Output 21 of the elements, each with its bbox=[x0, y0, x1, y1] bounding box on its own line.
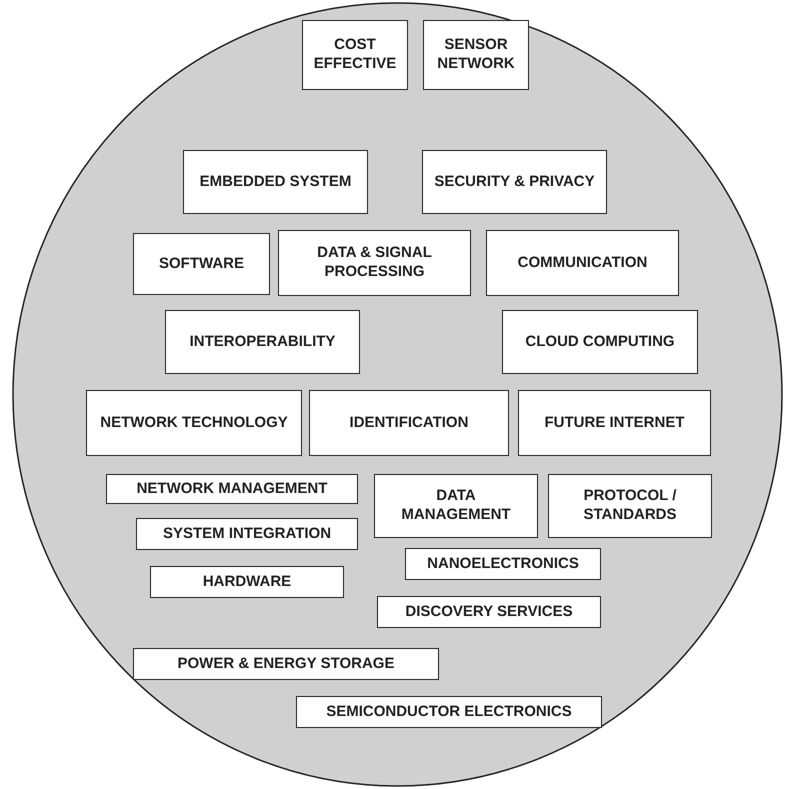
topic-box: COST EFFECTIVE bbox=[302, 20, 408, 90]
topic-box: SENSOR NETWORK bbox=[423, 20, 529, 90]
topic-box: INTEROPERABILITY bbox=[165, 310, 360, 374]
topic-box: HARDWARE bbox=[150, 566, 344, 598]
topic-box: SECURITY & PRIVACY bbox=[422, 150, 607, 214]
topic-box: SYSTEM INTEGRATION bbox=[136, 518, 358, 550]
topic-box: POWER & ENERGY STORAGE bbox=[133, 648, 439, 680]
topic-box: DATA & SIGNAL PROCESSING bbox=[278, 230, 471, 296]
topic-box: EMBEDDED SYSTEM bbox=[183, 150, 368, 214]
topic-box: NETWORK MANAGEMENT bbox=[106, 474, 358, 504]
topic-box: SEMICONDUCTOR ELECTRONICS bbox=[296, 696, 602, 728]
topic-box: NETWORK TECHNOLOGY bbox=[86, 390, 302, 456]
topic-box: DISCOVERY SERVICES bbox=[377, 596, 601, 628]
topic-box: IDENTIFICATION bbox=[309, 390, 509, 456]
topic-box: FUTURE INTERNET bbox=[518, 390, 711, 456]
topic-box: PROTOCOL / STANDARDS bbox=[548, 474, 712, 538]
topic-box: CLOUD COMPUTING bbox=[502, 310, 698, 374]
topic-box: NANOELECTRONICS bbox=[405, 548, 601, 580]
topic-box: DATA MANAGEMENT bbox=[374, 474, 538, 538]
topic-box: COMMUNICATION bbox=[486, 230, 679, 296]
topic-box: SOFTWARE bbox=[133, 233, 270, 295]
